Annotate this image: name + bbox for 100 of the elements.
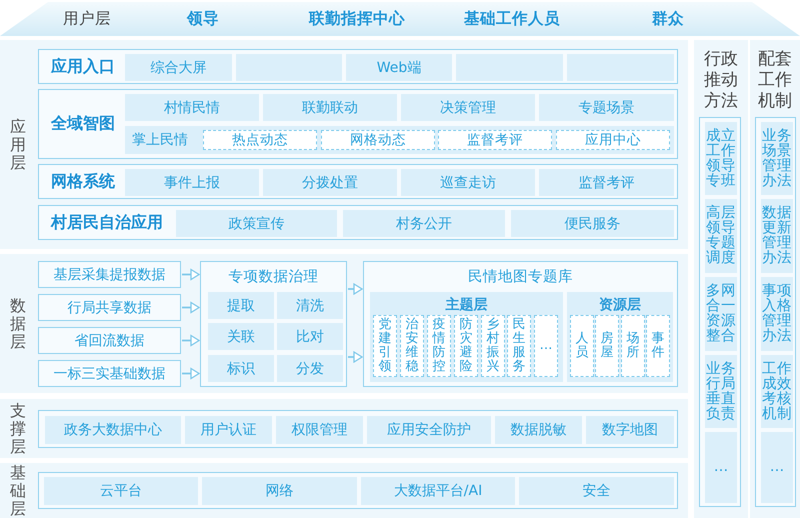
layer-label: 用户层: [63, 8, 111, 30]
feature-tile: 巡查走访: [401, 169, 535, 196]
feature-tile: 事件上报: [125, 169, 259, 196]
topic-tile: 疫情防控: [427, 315, 451, 377]
arrow: [182, 334, 200, 346]
layer-panel: [0, 399, 688, 458]
feature-tile: 专题场景: [539, 94, 674, 121]
feature-tile: 数据脱敏: [495, 416, 582, 444]
feature-tile: 联勤联动: [263, 94, 397, 121]
topic-tile: 事件: [646, 315, 670, 377]
sub-feature-tile: 应用中心: [556, 130, 670, 150]
panel-title: 专项数据治理: [228, 268, 318, 286]
arrow: [182, 302, 200, 314]
arrow: [182, 368, 200, 380]
feature-tile: 网络: [202, 477, 357, 505]
feature-tile: 云平台: [44, 477, 198, 505]
module-row: [38, 49, 678, 84]
module-title: 村居民自治应用: [51, 212, 163, 233]
feature-tile: 政务大数据中心: [45, 416, 181, 444]
topic-tile: 民生服务: [507, 315, 531, 377]
data-source-box: 省回流数据: [38, 327, 181, 354]
data-source-box: 基层采集提报数据: [38, 261, 181, 288]
feature-tile: [456, 54, 563, 81]
user-layer-band: [0, 2, 800, 36]
layer-label: 数据层: [9, 296, 27, 350]
feature-tile: 安全: [519, 477, 674, 505]
sub-module-title: 掌上民情: [132, 131, 188, 149]
group-frame: [38, 472, 678, 509]
measure-tile: 事项入格管理办法: [761, 277, 793, 351]
sub-feature-tile: 网格动态: [321, 130, 435, 150]
measure-tile: 成立工作领导专班: [705, 122, 737, 195]
data-layer-band: [370, 292, 563, 382]
topic-tile: 治安维稳: [400, 315, 424, 377]
feature-tile: 村情民情: [125, 94, 259, 121]
feature-tile: 权限管理: [276, 416, 363, 444]
side-panel-title: 配套工作机制: [757, 49, 793, 112]
measure-tile: …: [705, 432, 737, 503]
feature-tile: 便民服务: [511, 210, 674, 237]
measure-tile: 业务行局垂直负责: [705, 355, 737, 428]
module-title: 全域智图: [51, 114, 115, 134]
layer-label: 支撑层: [9, 402, 27, 456]
topic-tile: …: [534, 315, 558, 377]
data-panel: [363, 261, 678, 387]
topic-tile: 场所: [621, 315, 645, 377]
user-group-label: 群众: [652, 8, 684, 30]
feature-tile: 用户认证: [185, 416, 272, 444]
feature-tile: 关联: [208, 323, 274, 350]
arrow: [348, 283, 363, 295]
arrow: [348, 351, 363, 363]
layer-panel: [0, 254, 688, 393]
layer-panel: [0, 463, 688, 518]
user-group-label: 基础工作人员: [464, 8, 560, 30]
sub-module-band: [125, 126, 674, 154]
layer-label: 应用层: [9, 118, 27, 172]
feature-tile: [236, 54, 342, 81]
module-title: 应用入口: [51, 56, 115, 77]
topic-tile: 房屋: [595, 315, 619, 377]
feature-tile: 标识: [208, 355, 274, 382]
feature-tile: 提取: [208, 292, 274, 319]
topic-tile: 党建引领: [373, 315, 397, 377]
module-row: [38, 205, 678, 240]
data-source-box: 一标三实基础数据: [38, 360, 181, 387]
panel-title: 民情地图专题库: [468, 268, 573, 286]
user-group-label: 联勤指挥中心: [309, 8, 405, 30]
band-title: 主题层: [446, 296, 488, 314]
measure-tile: 高层领导专题调度: [705, 199, 737, 273]
feature-tile: 应用安全防护: [367, 416, 491, 444]
feature-tile: 分发: [277, 355, 343, 382]
layer-panel: [0, 40, 688, 249]
measure-tile: 工作成效考核机制: [761, 355, 793, 428]
feature-tile: 大数据平台/AI: [361, 477, 515, 505]
sub-feature-tile: 热点动态: [203, 130, 317, 150]
topic-tile: 人员: [570, 315, 594, 377]
feature-tile: [567, 54, 674, 81]
band-title: 资源层: [599, 296, 641, 314]
arrow: [182, 268, 200, 280]
feature-tile: 比对: [277, 323, 343, 350]
module-row: [38, 164, 678, 199]
data-panel: [200, 261, 347, 387]
group-frame: [755, 117, 796, 507]
feature-tile: 村务公开: [343, 210, 505, 237]
feature-tile: 监督考评: [539, 169, 674, 196]
feature-tile: 综合大屏: [125, 54, 232, 81]
feature-tile: 清洗: [277, 292, 343, 319]
data-source-box: 行局共享数据: [38, 294, 181, 321]
measure-tile: 多网合一资源整合: [705, 277, 737, 351]
side-panel: [750, 40, 800, 518]
sub-feature-tile: 监督考评: [438, 130, 552, 150]
feature-tile: 政策宣传: [176, 210, 337, 237]
user-group-label: 领导: [187, 8, 219, 30]
module-row: [38, 89, 678, 159]
feature-tile: Web端: [346, 54, 452, 81]
group-frame: [38, 410, 678, 448]
topic-tile: 防灾避险: [454, 315, 478, 377]
feature-tile: 决策管理: [401, 94, 535, 121]
side-panel-title: 行政推动方法: [703, 49, 739, 112]
topic-tile: 乡村振兴: [481, 315, 505, 377]
measure-tile: 业务场景管理办法: [761, 122, 793, 195]
layer-label: 基础层: [9, 464, 27, 518]
group-frame: [699, 117, 741, 507]
